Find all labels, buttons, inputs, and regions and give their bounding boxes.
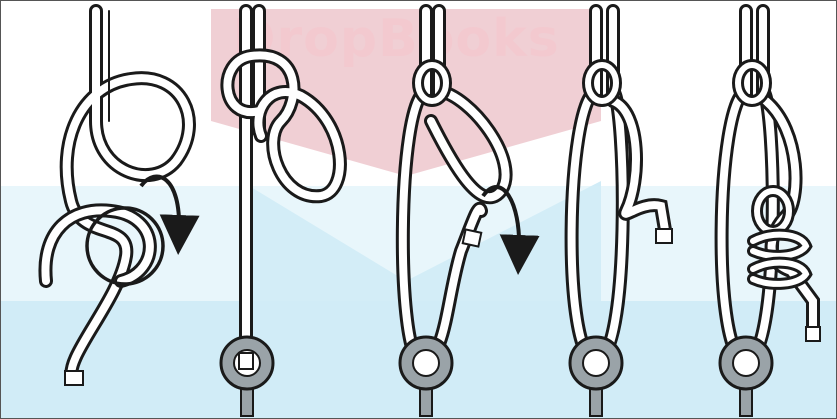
- rope-icon: [403, 11, 506, 361]
- step-4: [570, 11, 672, 416]
- rope-end-icon: [239, 353, 253, 369]
- eye-bolt-icon: [720, 337, 772, 416]
- rope-icon: [45, 11, 189, 379]
- rope-end-icon: [806, 327, 820, 341]
- step-3: [400, 11, 519, 416]
- step-2: [221, 11, 340, 416]
- step-5: [720, 11, 820, 416]
- rope-icon: [722, 11, 813, 361]
- rope-icon: [572, 11, 666, 361]
- rope-icon: [227, 11, 340, 346]
- step-1: [45, 11, 189, 385]
- rope-end-icon: [656, 229, 672, 243]
- eye-bolt-icon: [570, 337, 622, 416]
- rope-end-icon: [65, 371, 83, 385]
- eye-bolt-icon: [221, 337, 273, 416]
- eye-bolt-icon: [400, 337, 452, 416]
- rope-end-icon: [463, 229, 482, 246]
